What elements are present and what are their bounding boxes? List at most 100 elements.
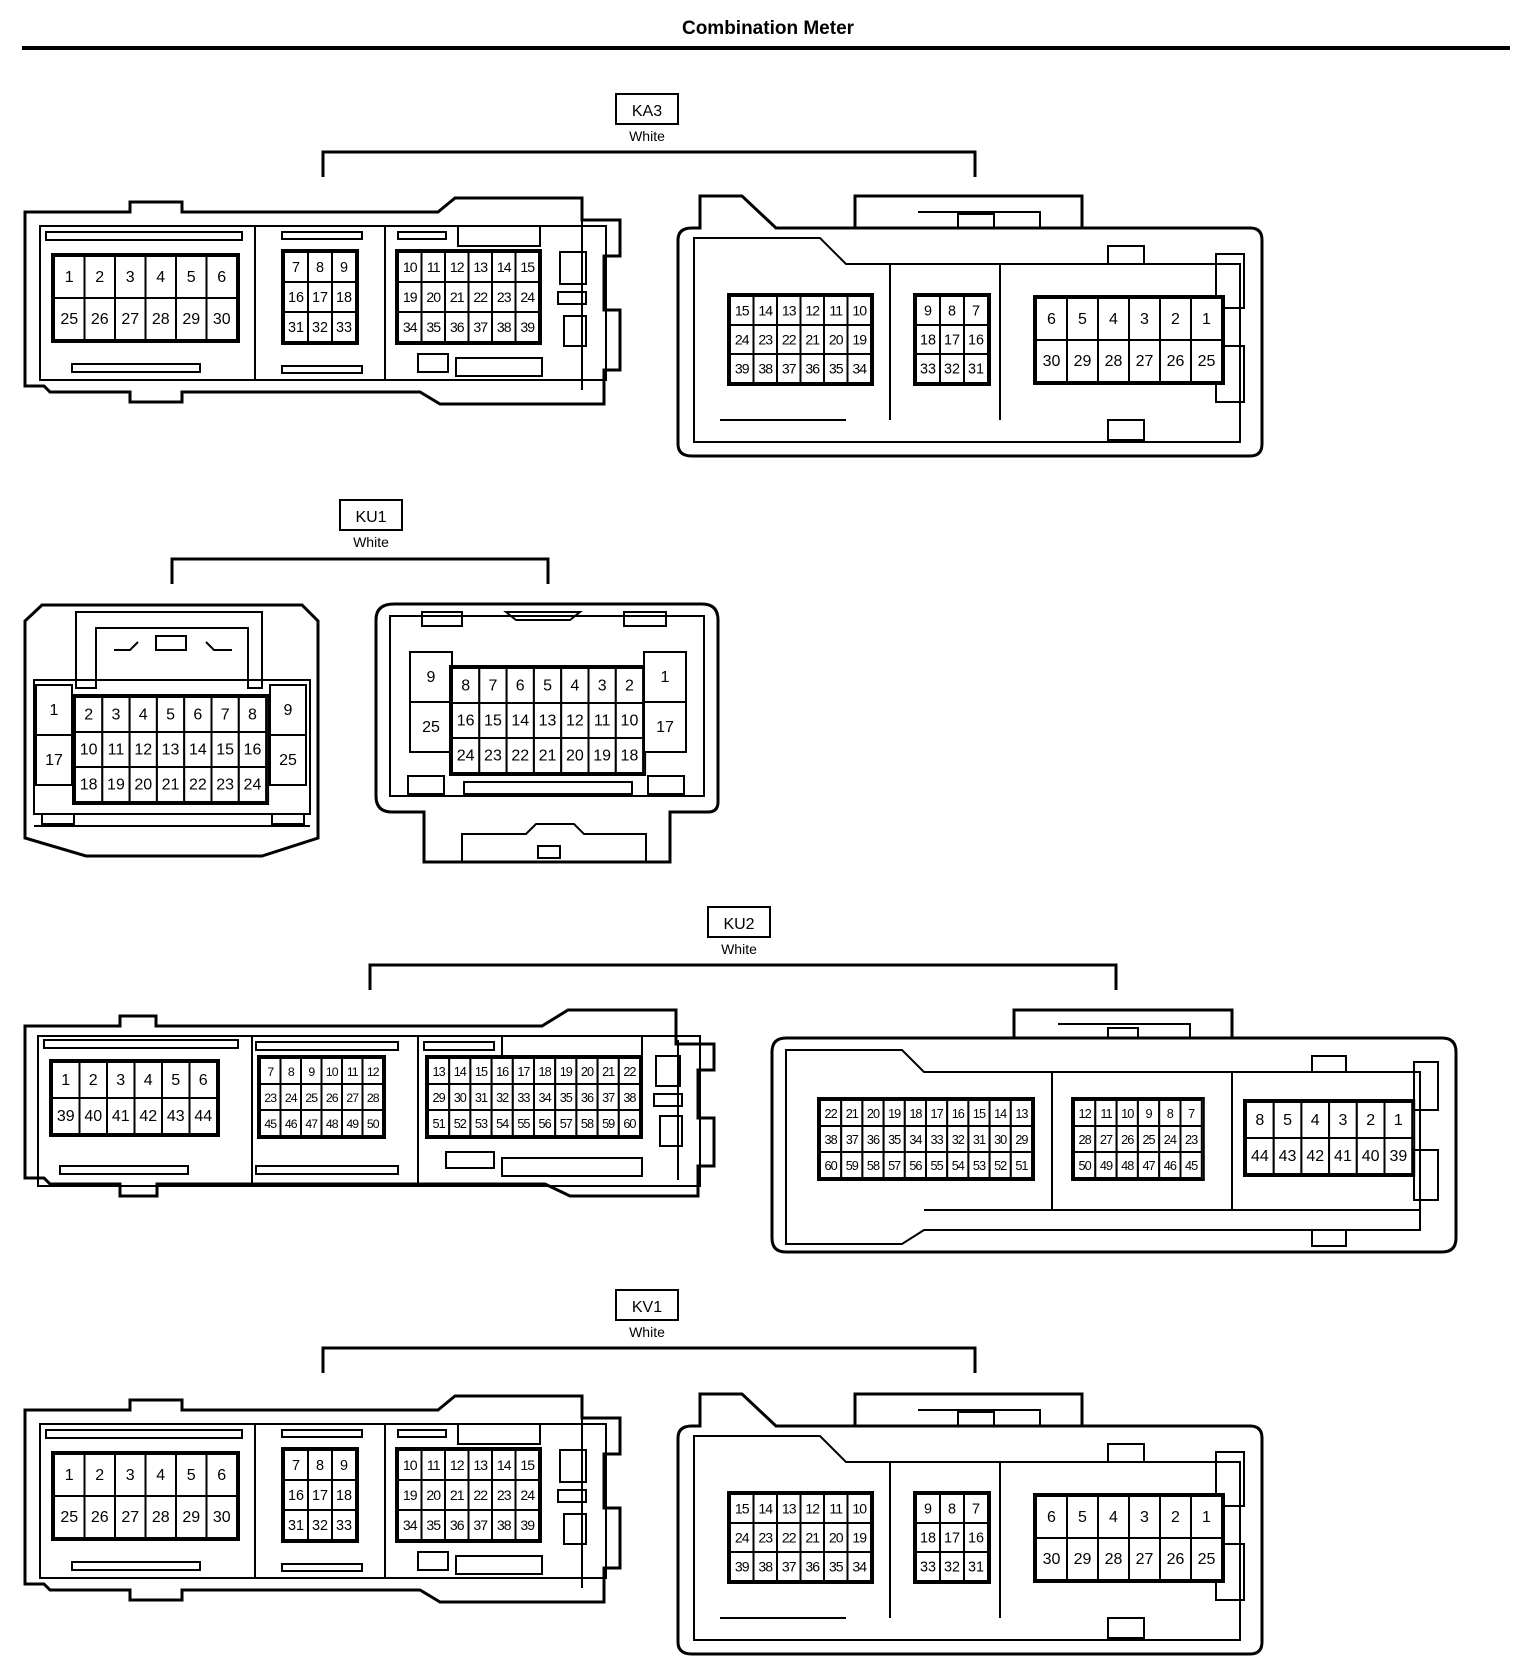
pin-35: 35 bbox=[888, 1132, 901, 1147]
connector-ku2-bracket bbox=[368, 963, 1118, 990]
pin-31: 31 bbox=[973, 1132, 986, 1147]
pin-10: 10 bbox=[852, 303, 867, 319]
pin-11: 11 bbox=[594, 713, 611, 730]
pin-54: 54 bbox=[952, 1158, 965, 1173]
pin-13: 13 bbox=[473, 1457, 488, 1473]
pin-3: 3 bbox=[1338, 1112, 1347, 1129]
pin-34: 34 bbox=[852, 361, 867, 377]
pin-34: 34 bbox=[852, 1559, 867, 1575]
pin-27: 27 bbox=[1136, 353, 1154, 370]
pin-45: 45 bbox=[264, 1117, 277, 1131]
pin-31: 31 bbox=[288, 1518, 304, 1534]
pin-4: 4 bbox=[156, 1467, 165, 1484]
pin-36: 36 bbox=[450, 1517, 465, 1533]
pin-11: 11 bbox=[427, 259, 441, 275]
pin-3-cell bbox=[1328, 1101, 1358, 1139]
pin-23: 23 bbox=[264, 1091, 277, 1105]
pin-16: 16 bbox=[457, 713, 475, 730]
pin-30-cell bbox=[205, 1495, 238, 1539]
pin-21: 21 bbox=[805, 332, 820, 348]
pin-28: 28 bbox=[152, 1509, 170, 1526]
pin-24: 24 bbox=[735, 1530, 750, 1546]
pin-18-cell bbox=[614, 737, 645, 774]
pin-22: 22 bbox=[782, 332, 797, 348]
pin-39-cell bbox=[1383, 1137, 1414, 1175]
pin-51: 51 bbox=[433, 1116, 446, 1131]
pin-20: 20 bbox=[829, 332, 844, 348]
pin-group-frame bbox=[727, 293, 874, 386]
pin-7: 7 bbox=[1188, 1106, 1195, 1121]
pin-29: 29 bbox=[1074, 353, 1092, 370]
pin-19: 19 bbox=[852, 1530, 867, 1546]
pin-40: 40 bbox=[1362, 1148, 1380, 1165]
pin-22: 22 bbox=[623, 1064, 636, 1079]
pin-43: 43 bbox=[167, 1108, 185, 1125]
pin-31-cell bbox=[283, 1509, 309, 1541]
pin-29-cell bbox=[175, 1495, 208, 1539]
pin-10: 10 bbox=[1121, 1106, 1134, 1121]
pin-21: 21 bbox=[162, 777, 180, 794]
pin-44: 44 bbox=[1251, 1148, 1269, 1165]
pin-12-cell bbox=[128, 731, 158, 768]
pin-9-cell bbox=[269, 684, 307, 736]
pin-17: 17 bbox=[944, 333, 960, 349]
pin-9: 9 bbox=[340, 260, 348, 276]
pin-16-cell bbox=[963, 324, 989, 355]
pin-41: 41 bbox=[112, 1108, 130, 1125]
pin-23-cell bbox=[478, 737, 508, 774]
pin-23: 23 bbox=[484, 748, 502, 765]
pin-4-cell bbox=[1097, 1495, 1130, 1539]
pin-12: 12 bbox=[367, 1065, 380, 1079]
pin-45: 45 bbox=[1185, 1158, 1198, 1173]
pin-56: 56 bbox=[909, 1158, 922, 1173]
pin-28: 28 bbox=[1079, 1132, 1092, 1147]
pin-group-frame bbox=[51, 1451, 240, 1541]
pin-group-frame bbox=[913, 1491, 991, 1584]
pin-20: 20 bbox=[867, 1106, 880, 1121]
pin-32: 32 bbox=[496, 1090, 509, 1105]
connector-ku2-color: White bbox=[721, 941, 757, 957]
pin-25: 25 bbox=[305, 1091, 318, 1105]
pin-17: 17 bbox=[944, 1531, 960, 1547]
pin-group-frame bbox=[395, 249, 542, 345]
pin-17: 17 bbox=[312, 1488, 328, 1504]
pin-39-cell bbox=[514, 1509, 540, 1541]
pin-33-cell bbox=[331, 311, 357, 343]
pin-50-cell bbox=[361, 1109, 384, 1137]
pin-43: 43 bbox=[1279, 1148, 1297, 1165]
pin-38: 38 bbox=[758, 361, 773, 377]
pin-5: 5 bbox=[187, 1467, 196, 1484]
connector-ka3-code-box bbox=[615, 93, 679, 125]
pin-50: 50 bbox=[367, 1117, 380, 1131]
pin-7: 7 bbox=[972, 304, 980, 320]
pin-25: 25 bbox=[422, 719, 440, 736]
pin-39: 39 bbox=[1389, 1148, 1407, 1165]
pin-7-cell bbox=[963, 295, 989, 326]
pin-32: 32 bbox=[312, 320, 328, 336]
connector-kv1-bracket bbox=[321, 1346, 977, 1373]
pin-9: 9 bbox=[308, 1065, 315, 1079]
pin-21-cell bbox=[155, 766, 186, 803]
pin-7: 7 bbox=[267, 1065, 274, 1079]
pin-18: 18 bbox=[920, 1531, 936, 1547]
pin-47: 47 bbox=[1142, 1158, 1155, 1173]
pin-18: 18 bbox=[909, 1106, 922, 1121]
pin-23: 23 bbox=[216, 777, 234, 794]
pin-26-cell bbox=[83, 297, 116, 341]
pin-1-cell bbox=[643, 651, 687, 703]
pin-40: 40 bbox=[84, 1108, 102, 1125]
pin-28: 28 bbox=[1105, 353, 1123, 370]
pin-17: 17 bbox=[312, 290, 328, 306]
pin-48: 48 bbox=[326, 1117, 339, 1131]
pin-17-cell bbox=[643, 701, 687, 753]
pin-6: 6 bbox=[1047, 1509, 1056, 1526]
pin-36: 36 bbox=[805, 1559, 820, 1575]
pin-37: 37 bbox=[473, 319, 488, 335]
pin-5: 5 bbox=[187, 269, 196, 286]
pin-31: 31 bbox=[968, 362, 984, 378]
pin-33: 33 bbox=[920, 1560, 936, 1576]
